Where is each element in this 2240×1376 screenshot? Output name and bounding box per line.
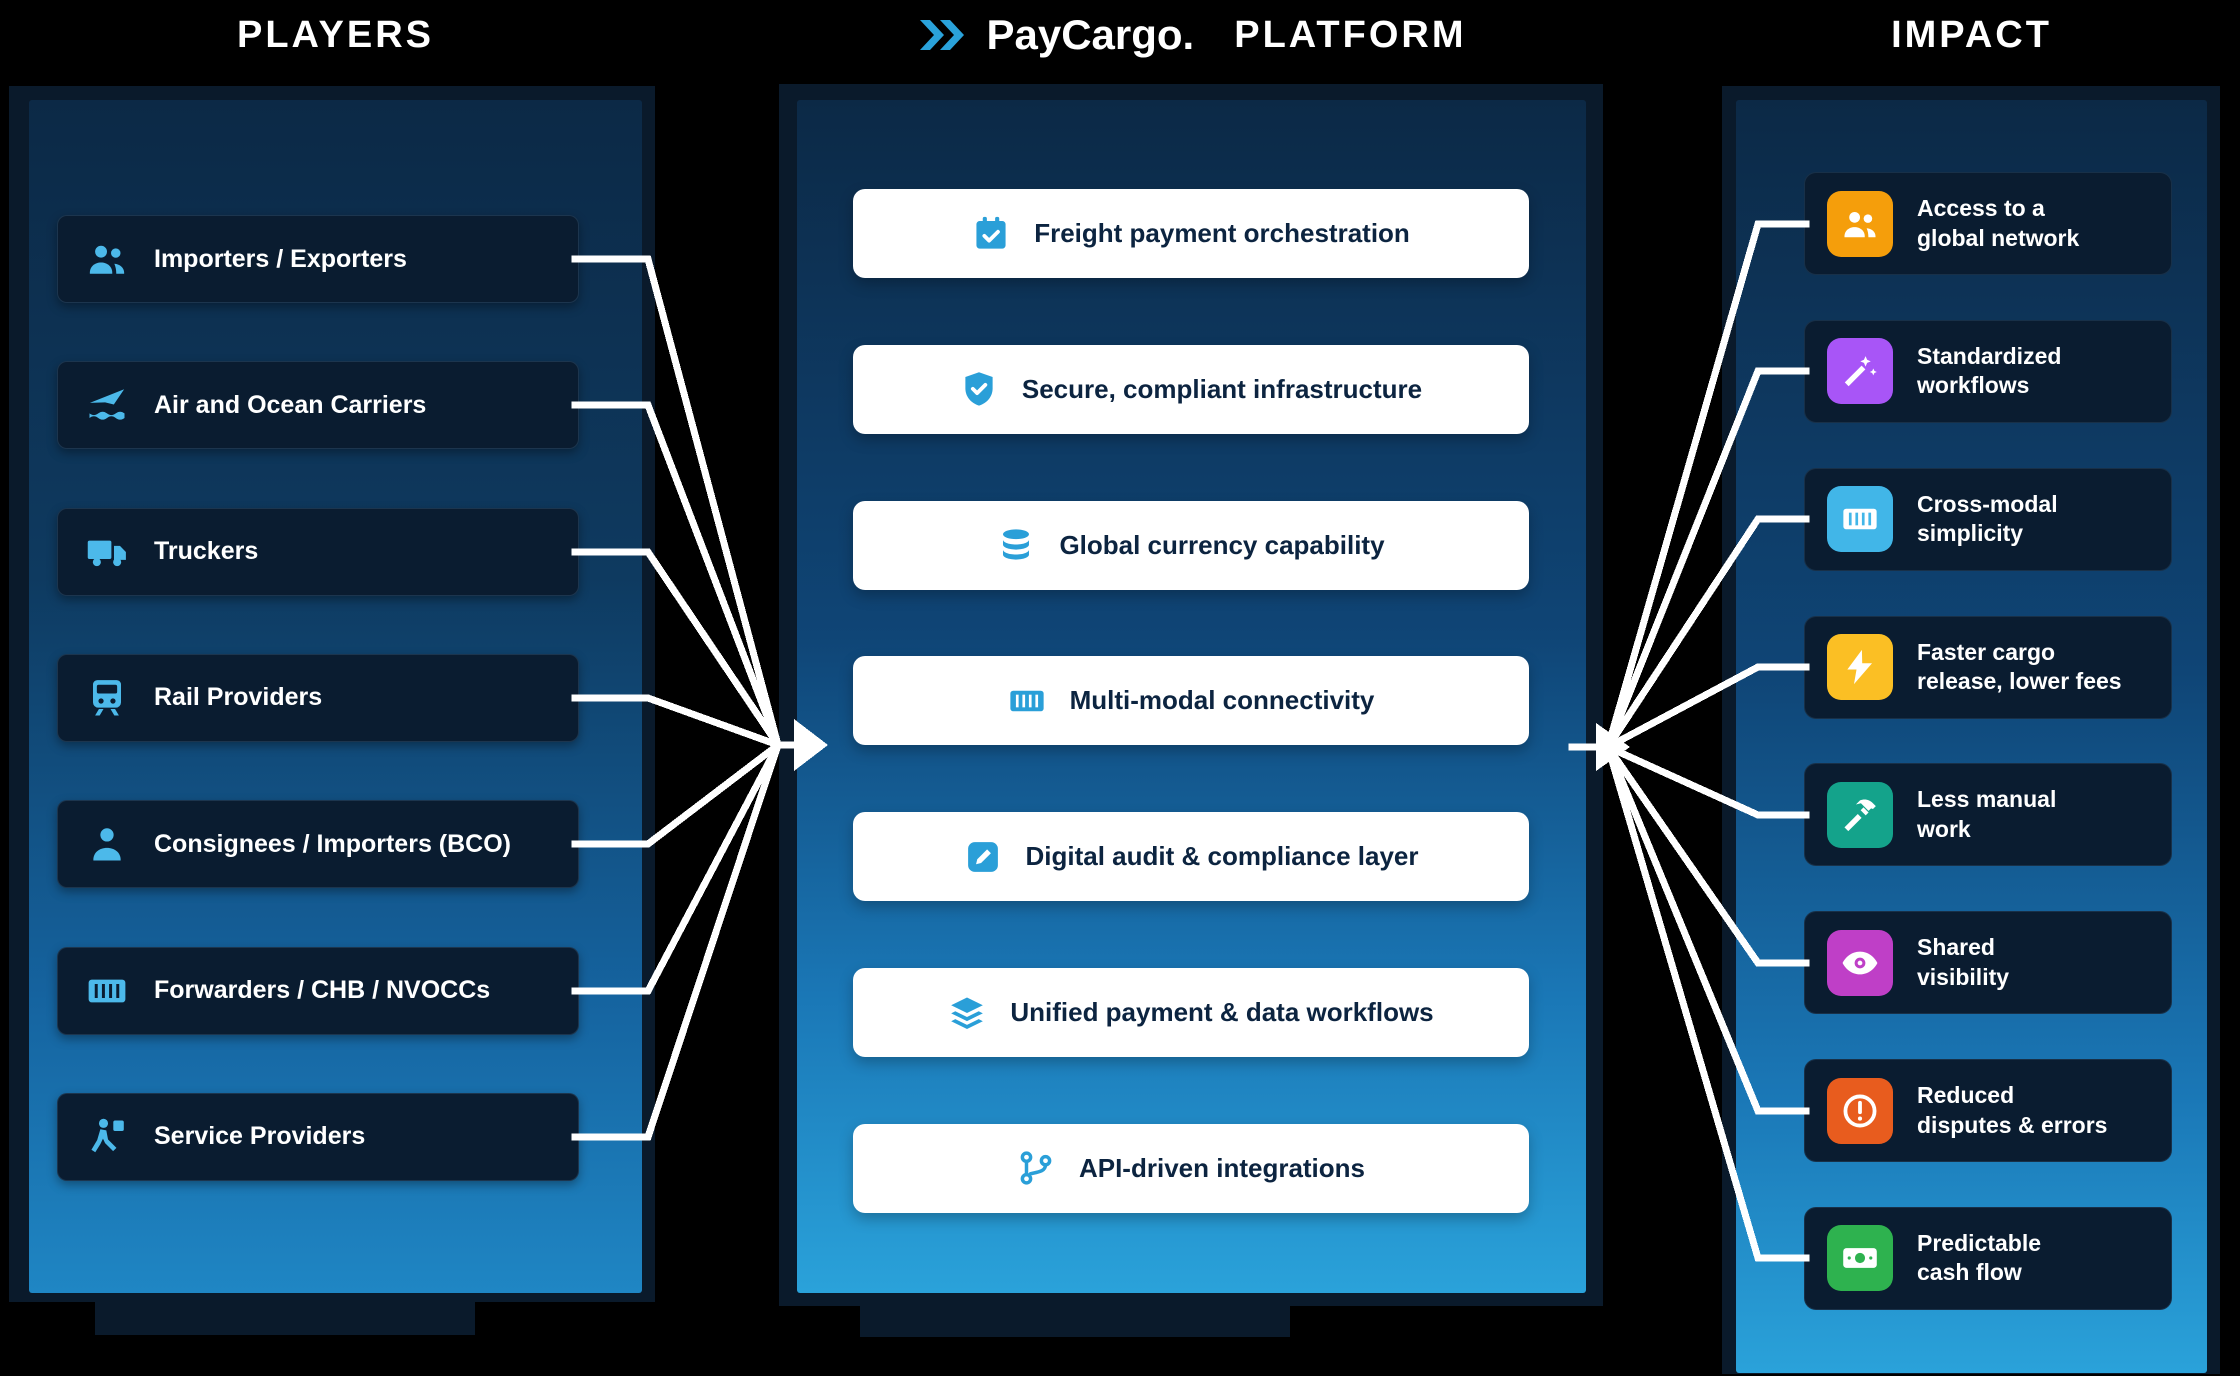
impact-label: Reduced disputes & errors [1917, 1082, 2108, 1138]
feature-api-integrations: API-driven integrations [853, 1123, 1529, 1213]
impact-list: Access to a global network Standardized … [1804, 172, 2172, 1310]
impact-cross-modal: Cross-modal simplicity [1804, 467, 2172, 571]
eye-icon [1827, 929, 1893, 996]
feature-freight-payment: Freight payment orchestration [853, 189, 1529, 278]
paycargo-brand-name: PayCargo. [986, 11, 1195, 58]
people-group-icon [1827, 190, 1893, 257]
list-item-label: Service Providers [154, 1122, 366, 1151]
left-column-title: PLAYERS [237, 13, 434, 56]
list-item-label: Forwarders / CHB / NVOCCs [154, 976, 491, 1005]
center-column-title: PayCargo. PLATFORM [797, 6, 1586, 64]
impact-label: Access to a global network [1917, 195, 2080, 251]
list-item-consignees-importers: Consignees / Importers (BCO) [57, 800, 579, 889]
platform-panel: Freight payment orchestration Secure, co… [797, 100, 1586, 1293]
list-item-rail-providers: Rail Providers [57, 653, 579, 742]
list-item-truckers: Truckers [57, 507, 579, 596]
feature-label: Multi-modal connectivity [1069, 685, 1375, 716]
impact-label: Shared visibility [1917, 934, 2010, 990]
shield-check-icon [965, 372, 993, 406]
impact-label: Cross-modal simplicity [1917, 490, 2058, 547]
list-item-label: Importers / Exporters [154, 244, 407, 273]
list-item-label: Rail Providers [154, 683, 323, 712]
glitch-shadow [95, 1285, 475, 1335]
banknote-icon [1827, 1225, 1893, 1292]
list-item-importers-exporters: Importers / Exporters [57, 215, 579, 303]
people-group-icon [89, 245, 125, 274]
impact-global-network: Access to a global network [1804, 172, 2172, 275]
edit-icon [967, 841, 998, 872]
impact-shared-visibility: Shared visibility [1804, 911, 2172, 1015]
impact-faster-cargo: Faster cargo release, lower fees [1804, 615, 2172, 719]
platform-label: PLATFORM [1234, 13, 1467, 56]
players-panel: Importers / Exporters Air and Ocean Carr… [29, 100, 642, 1293]
coins-icon [1003, 529, 1030, 560]
feature-multimodal-connectivity: Multi-modal connectivity [853, 656, 1529, 746]
alert-circle-icon [1827, 1077, 1893, 1144]
players-list: Importers / Exporters Air and Ocean Carr… [57, 215, 579, 1181]
feature-label: Secure, compliant infrastructure [1021, 373, 1423, 404]
impact-panel: Access to a global network Standardized … [1736, 100, 2207, 1373]
lightning-icon [1827, 634, 1893, 701]
container-icon [1827, 486, 1893, 553]
feature-label: Global currency capability [1059, 529, 1385, 560]
calendar-check-icon [976, 216, 1006, 249]
impact-less-manual-work: Less manual work [1804, 763, 2172, 867]
platform-feature-list: Freight payment orchestration Secure, co… [853, 189, 1529, 1213]
plane-ship-icon [89, 389, 125, 420]
truck-icon [87, 540, 126, 566]
impact-label: Predictable cash flow [1917, 1229, 2041, 1286]
feature-label: Digital audit & compliance layer [1025, 841, 1419, 872]
impact-label: Less manual work [1917, 786, 2057, 842]
container-icon [1009, 690, 1044, 712]
hammer-icon [1827, 781, 1893, 848]
feature-global-currency: Global currency capability [853, 500, 1529, 590]
glitch-shadow [860, 1285, 1290, 1337]
train-icon [93, 680, 121, 716]
impact-label: Faster cargo release, lower fees [1917, 638, 2122, 695]
list-item-label: Truckers [154, 537, 259, 566]
person-icon [93, 828, 121, 861]
git-branch-icon [1020, 1151, 1052, 1186]
magic-wand-icon [1827, 338, 1893, 405]
layers-icon [951, 997, 984, 1029]
feature-label: Unified payment & data workflows [1010, 997, 1434, 1028]
feature-digital-audit: Digital audit & compliance layer [853, 812, 1529, 902]
feature-secure-infrastructure: Secure, compliant infrastructure [853, 344, 1529, 434]
list-item-service-providers: Service Providers [57, 1092, 579, 1181]
list-item-label: Consignees / Importers (BCO) [154, 829, 511, 858]
impact-label: Standardized workflows [1917, 342, 2062, 399]
feature-label: Freight payment orchestration [1034, 218, 1410, 248]
impact-predictable-cashflow: Predictable cash flow [1804, 1206, 2172, 1310]
feature-unified-workflows: Unified payment & data workflows [853, 968, 1529, 1058]
service-person-icon [91, 1118, 124, 1153]
paycargo-logo-chevrons-icon [916, 17, 968, 53]
container-icon [88, 979, 126, 1003]
right-column-title: IMPACT [1891, 13, 2052, 56]
list-item-forwarders: Forwarders / CHB / NVOCCs [57, 946, 579, 1035]
impact-standardized-workflows: Standardized workflows [1804, 319, 2172, 423]
feature-label: API-driven integrations [1078, 1152, 1366, 1183]
impact-reduced-disputes: Reduced disputes & errors [1804, 1059, 2172, 1163]
list-item-label: Air and Ocean Carriers [154, 390, 427, 419]
list-item-air-ocean-carriers: Air and Ocean Carriers [57, 361, 579, 450]
